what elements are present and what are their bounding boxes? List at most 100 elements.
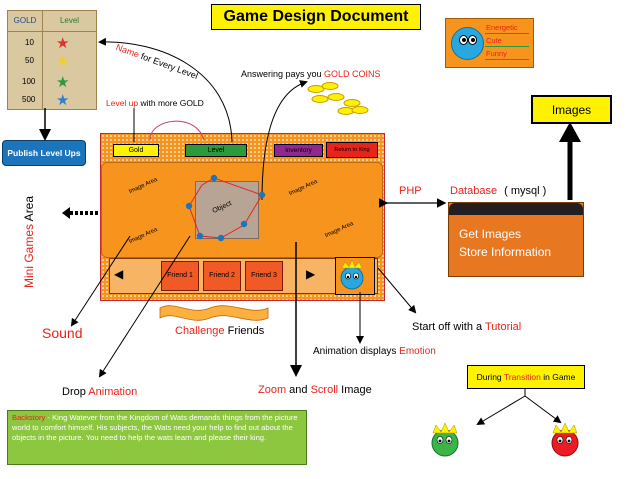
return-to-king-label: Return to King xyxy=(334,147,370,153)
yellow-star-icon: ★ xyxy=(56,53,70,70)
answering-annotation: Answering pays you GOLD COINS xyxy=(241,69,381,79)
backstory-text: - King Watever from the Kingdom of Wats … xyxy=(12,413,298,442)
drop-red: Animation xyxy=(88,386,138,398)
challenge-rest: Friends xyxy=(224,325,265,337)
backstory-box: Backstory - King Watever from the Kingdo… xyxy=(7,410,307,465)
table-row: 500 ★ xyxy=(8,92,96,109)
friend-1-button[interactable]: Friend 1 xyxy=(161,261,199,291)
gold-coins-text: GOLD COINS xyxy=(324,69,381,79)
answering-text: Answering pays you xyxy=(241,69,325,79)
table-row: 100 ★ xyxy=(8,74,96,91)
tutor-character-box xyxy=(335,257,375,295)
challenge-annotation: Challenge Friends xyxy=(175,325,264,337)
gold-coins-icon xyxy=(307,82,369,115)
friend-2-label: Friend 2 xyxy=(209,272,235,279)
emotion-annotation: Animation displays Emotion xyxy=(313,346,436,357)
drop-prefix: Drop xyxy=(62,386,89,398)
title-box: Game Design Document xyxy=(211,4,421,30)
transition-arrow-right xyxy=(524,395,562,424)
emotion-red: Emotion xyxy=(399,346,436,357)
image-area[interactable]: Image Area Image Area Image Area Image A… xyxy=(101,162,383,258)
friend-2-button[interactable]: Friend 2 xyxy=(203,261,241,291)
tutorial-annotation: Start off with a Tutorial xyxy=(412,321,521,333)
images-box: Images xyxy=(531,95,612,124)
transition-box: During Transition in Game xyxy=(467,365,585,389)
angry-card: Angry xyxy=(545,418,629,469)
friend-3-label: Friend 3 xyxy=(251,272,277,279)
game-screen: Gold Level Inventory Return to King Imag… xyxy=(100,133,385,301)
friend-3-button[interactable]: Friend 3 xyxy=(245,261,283,291)
image-area-label-4: Image Area xyxy=(324,220,355,240)
name-rest: for Every Level xyxy=(137,50,200,81)
right-arrow-icon[interactable]: ▶ xyxy=(306,267,316,281)
sound-annotation: Sound xyxy=(42,325,83,341)
table-row: 50 ★ xyxy=(8,53,96,70)
store-information-text: Store Information xyxy=(459,245,552,259)
happy-green-character-icon xyxy=(431,422,459,457)
gold-value: 100 xyxy=(22,77,36,86)
left-arrow-icon[interactable]: ◀ xyxy=(114,267,124,281)
get-images-text: Get Images xyxy=(459,227,522,241)
name-red: Name xyxy=(114,42,141,60)
zoom-red: Zoom xyxy=(258,384,287,396)
name-annotation: Name for Every Level xyxy=(115,42,200,81)
level-table-body: 10 ★ 50 ★ 100 ★ 500 ★ xyxy=(8,32,96,109)
zoom-rest: Image xyxy=(338,384,372,396)
tutorial-prefix: Start off with a xyxy=(412,321,485,333)
challenge-red: Challenge xyxy=(175,325,225,337)
backstory-label: Backstory xyxy=(12,413,46,422)
publish-label: Publish Level Ups xyxy=(7,148,81,158)
red-star-icon: ★ xyxy=(56,35,70,52)
database-rest: ( mysql ) xyxy=(504,185,547,197)
scroll-red: Scroll xyxy=(310,384,339,396)
levelup-rest: with more GOLD xyxy=(138,98,204,108)
object-box[interactable]: Object xyxy=(195,181,259,239)
gold-value: 500 xyxy=(22,95,36,104)
transition-rest: in Game xyxy=(540,372,576,382)
images-label: Images xyxy=(551,102,592,117)
gold-header: GOLD xyxy=(13,16,37,25)
trait-funny: Funny xyxy=(486,49,507,58)
emotion-prefix: Animation displays xyxy=(313,346,400,357)
challenge-banner xyxy=(159,305,269,321)
angry-label: Angry xyxy=(593,437,617,447)
trait-energetic: Energetic xyxy=(486,23,518,32)
publish-level-ups-box: Publish Level Ups xyxy=(2,140,86,166)
gold-value: 10 xyxy=(25,38,34,47)
blue-star-icon: ★ xyxy=(56,92,70,109)
green-star-icon: ★ xyxy=(56,74,70,91)
table-row: 10 ★ xyxy=(8,35,96,52)
transition-prefix: During xyxy=(476,372,504,382)
friend-1-label: Friend 1 xyxy=(167,272,193,279)
mini-games-red: Mini Games xyxy=(22,223,36,288)
image-area-label-2: Image Area xyxy=(288,178,319,198)
level-button[interactable]: Level xyxy=(185,144,247,157)
angry-red-character-icon xyxy=(551,422,579,457)
image-area-label-3: Image Area xyxy=(128,226,159,246)
inventory-button-label: Inventory xyxy=(285,147,312,154)
trait-cute: Cute xyxy=(486,36,502,45)
database-header-bar xyxy=(449,203,583,215)
mini-games-rest: Area xyxy=(22,195,36,224)
database-box: Get Images Store Information xyxy=(448,202,584,277)
zoom-mid: and xyxy=(286,384,311,396)
level-table: GOLD Level 10 ★ 50 ★ 100 ★ 500 ★ xyxy=(7,10,97,110)
inventory-button[interactable]: Inventory xyxy=(274,144,323,157)
page-title: Game Design Document xyxy=(223,8,409,25)
image-area-label-1: Image Area xyxy=(128,176,159,196)
return-to-king-button[interactable]: Return to King xyxy=(326,142,378,158)
zoom-scroll-annotation: Zoom and Scroll Image xyxy=(258,384,372,396)
php-label: PHP xyxy=(399,185,422,197)
gold-button[interactable]: Gold xyxy=(113,144,159,157)
character-card: Energetic Cute Funny xyxy=(445,18,534,68)
object-label: Object xyxy=(211,200,233,215)
gold-button-label: Gold xyxy=(128,147,144,154)
gold-value: 50 xyxy=(25,56,34,65)
level-button-label: Level xyxy=(207,147,225,154)
images-arrowhead xyxy=(559,122,581,142)
happy-label: Happy xyxy=(473,437,500,447)
mini-games-annotation: Mini Games Area xyxy=(22,196,36,288)
database-annotation: Database ( mysql ) xyxy=(450,185,546,197)
name-curve-arrow xyxy=(98,37,233,143)
friends-bar: ◀ ▶ Friend 1 Friend 2 Friend 3 xyxy=(109,257,378,295)
